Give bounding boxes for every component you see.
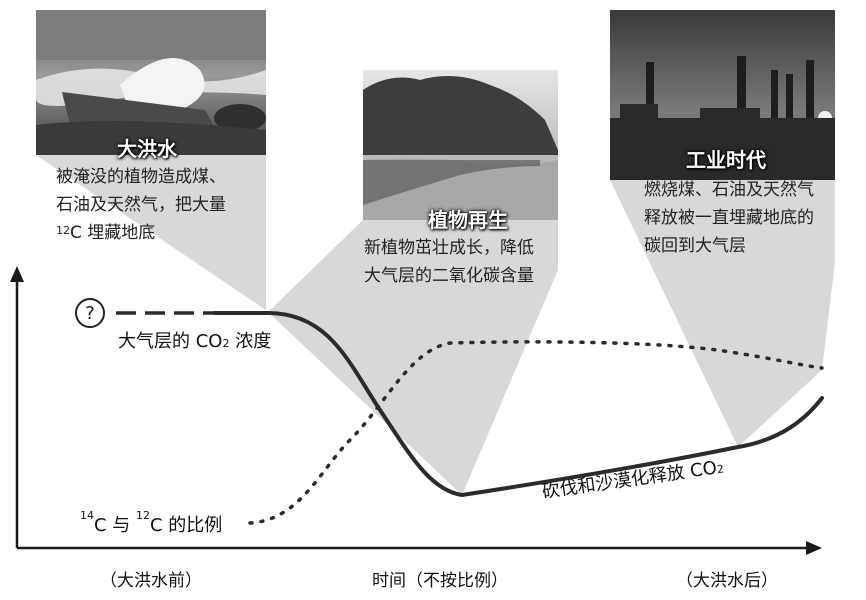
regrowth-photo [363,70,558,220]
axes [10,266,822,555]
axis-title-time: 时间（不按比例） [372,571,508,591]
flood-title: 大洪水 [117,137,177,161]
unknown-marker: ? [75,298,105,328]
flood-photo [36,10,266,155]
regrowth-title: 植物再生 [428,208,508,232]
c14-ratio-label: 14C 与 12C 的比例 [80,509,223,536]
industrial-description: 燃烧煤、石油及天然气 释放被一直埋藏地底的 碳回到大气层 [644,180,814,256]
co2-curve-label: 大气层的 CO2 浓度 [118,331,272,352]
axis-label-before-flood: （大洪水前） [100,571,202,591]
regrowth-callout [268,220,558,495]
axis-label-after-flood: （大洪水后） [676,571,778,591]
c14-ratio-curve [248,340,824,525]
co2-curve [213,311,824,498]
industrial-title: 工业时代 [686,148,766,172]
industrial-photo [610,10,835,180]
flood-callout [36,155,266,310]
regrowth-description: 新植物茁壮成长，降低 大气层的二氧化碳含量 [364,238,534,286]
industrial-callout [610,180,835,447]
flood-description: 被淹没的植物造成煤、 石油及天然气，把大量 12C 埋藏地底 [56,167,226,243]
